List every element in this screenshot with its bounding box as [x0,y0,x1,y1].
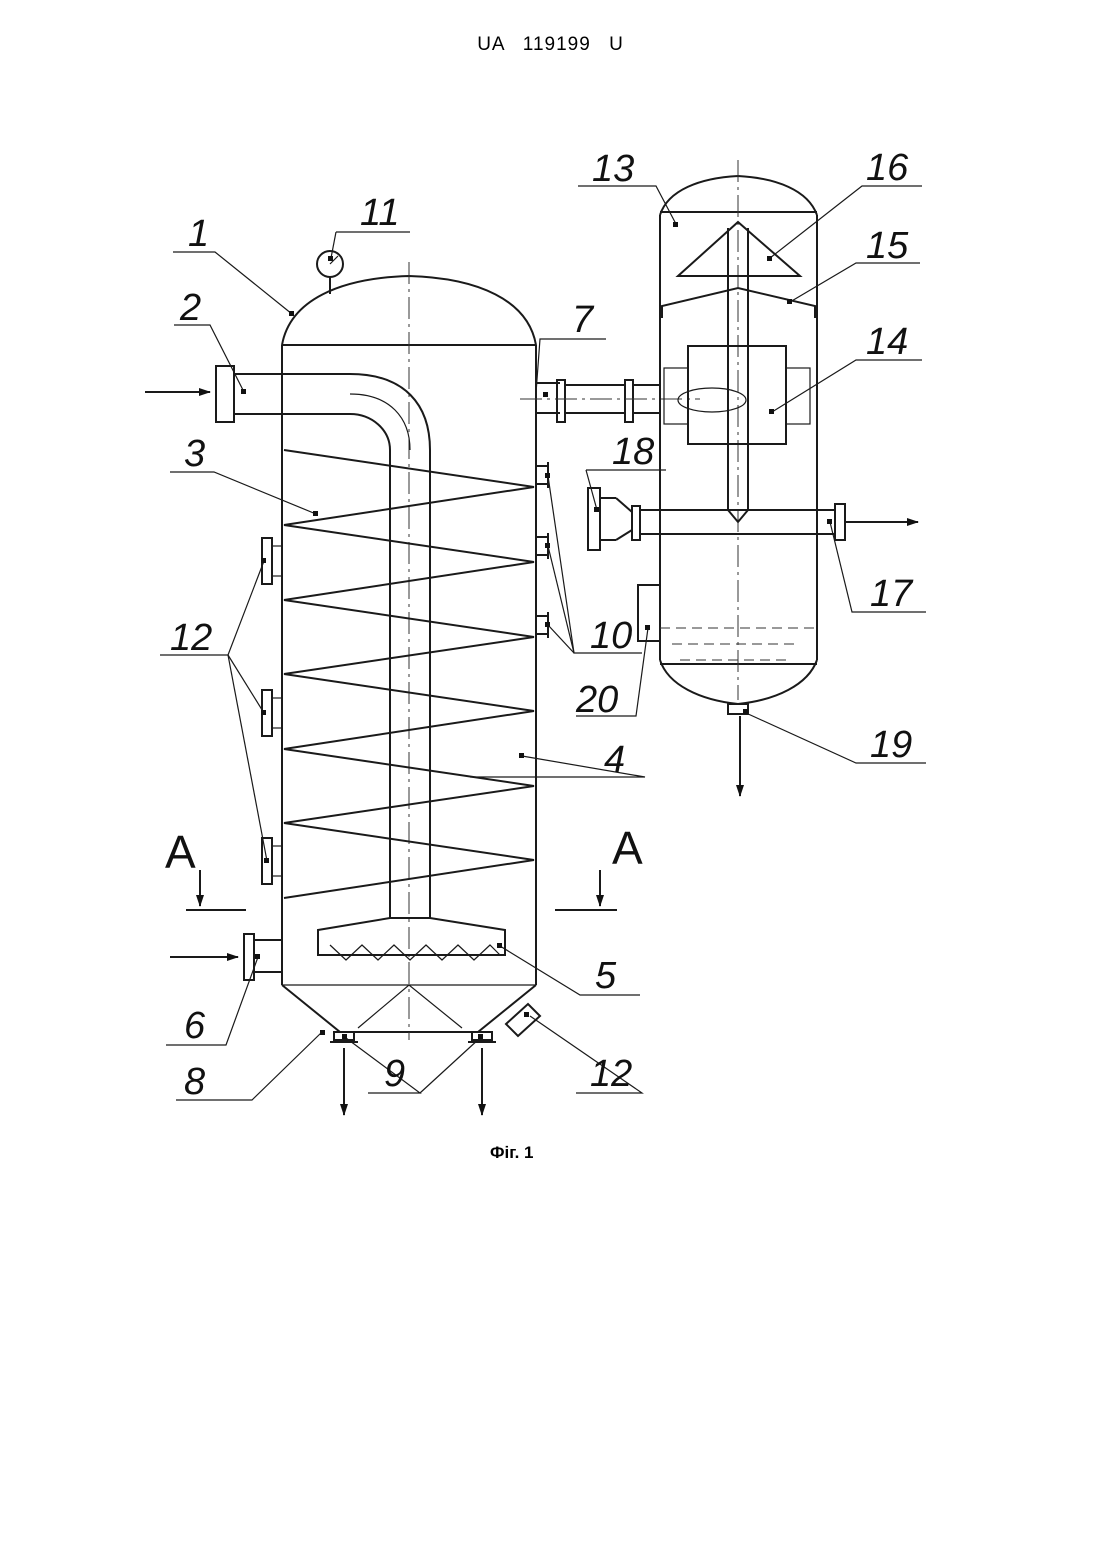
label-12-bottom: 12 [590,1053,632,1095]
label-15: 15 [866,225,909,267]
callout-labels: 1 2 3 4 5 6 7 8 9 10 11 12 12 13 14 15 1… [165,147,914,1103]
leader-lines [160,186,926,1100]
label-20: 20 [575,679,618,721]
label-7: 7 [572,299,595,341]
central-inlet-pipe [216,366,430,918]
label-6: 6 [184,1005,206,1047]
figure-caption: Фіг. 1 [490,1143,534,1162]
label-16: 16 [866,147,909,189]
section-marker-left: A [165,826,196,878]
section-marker-right: A [612,822,643,874]
label-13: 13 [592,148,634,190]
main-vessel [282,262,536,1040]
label-14: 14 [866,321,908,363]
label-2: 2 [179,287,201,329]
label-19: 19 [870,724,912,766]
label-3: 3 [184,433,205,475]
label-5: 5 [595,955,617,997]
right-nozzles [536,462,548,638]
label-17: 17 [870,573,914,615]
label-9: 9 [384,1053,405,1095]
bottom-outlets [330,1032,496,1042]
label-12-left: 12 [170,617,212,659]
label-1: 1 [188,213,209,255]
label-11: 11 [360,192,399,234]
connecting-pipe [520,380,700,422]
lower-inlet-nozzle [244,934,282,980]
label-18: 18 [612,431,654,473]
distributor [318,918,505,960]
label-10: 10 [590,615,632,657]
label-4: 4 [604,739,625,781]
label-8: 8 [184,1061,205,1103]
